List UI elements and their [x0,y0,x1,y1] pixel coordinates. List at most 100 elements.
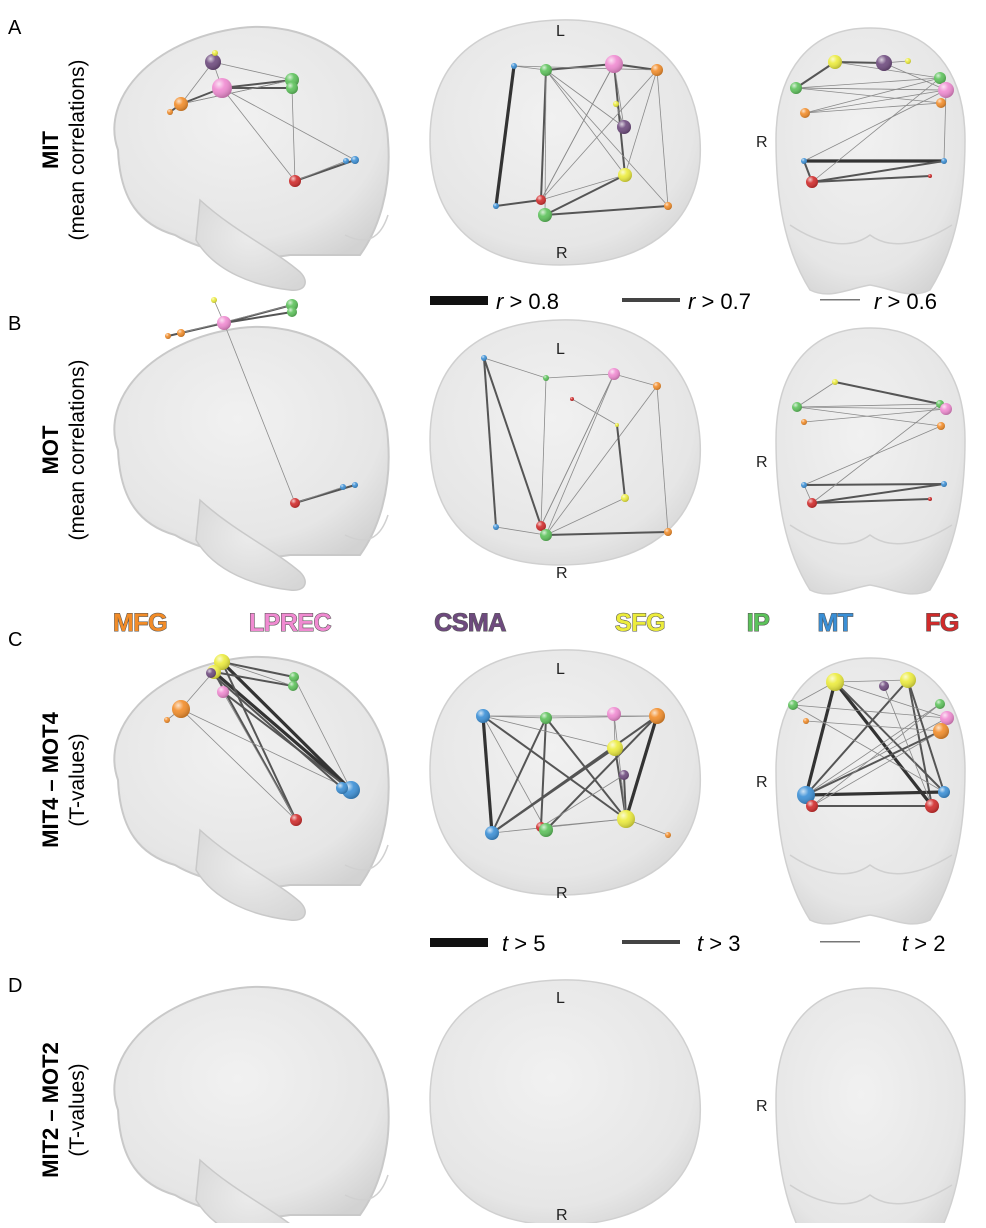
node-shading [937,422,945,430]
connectivity-network [164,654,954,840]
connection-edge [540,69,658,201]
panel-letter: D [8,975,22,997]
connection-edge [883,685,933,807]
legend-line-medium [622,298,680,302]
connection-edge [796,403,941,408]
legend-label: r > 0.6 [874,289,937,314]
connection-edge [483,357,497,528]
edges [166,660,948,836]
sagittal-brain [113,985,390,1228]
panel-letter: C [8,629,22,651]
connection-edge [803,483,945,486]
node-shading [167,109,173,115]
connection-edge [811,703,941,807]
panel-letter: A [8,17,22,39]
connection-edge [811,730,942,807]
legend-label: t > 3 [697,931,740,956]
connection-edge [907,679,945,793]
connectivity-network [165,297,952,541]
roi-legend-sfg: SFG [615,609,665,637]
node-shading [536,195,546,205]
connection-edge [221,87,356,161]
legend-line-medium [622,940,680,944]
connection-edge [796,406,942,427]
edge-legend-t: t > 5 t > 3 t > 2 [430,931,945,956]
node-shading [289,175,301,187]
node-shading [617,810,635,828]
connection-edge [180,708,352,791]
connection-edge [293,676,352,791]
orientation-right: R [756,454,768,471]
node-shading [212,50,218,56]
node-shading [618,168,632,182]
connection-edge [482,715,547,831]
connection-edge [545,715,658,831]
connection-edge [613,63,625,128]
node-shading [540,64,552,76]
node-shading [806,800,818,812]
node-shading [336,782,348,794]
node-shading [211,297,217,303]
node-shading [289,672,299,682]
connection-edge [624,715,659,820]
orientation-right: R [556,245,568,262]
node-shading [621,494,629,502]
node-shading [206,668,216,678]
node-shading [570,397,574,401]
connection-edge [180,708,297,821]
connection-edge [811,77,941,183]
connection-edge [795,87,947,91]
connection-edge [213,671,294,687]
node-shading [832,379,838,385]
node-shading [217,316,231,330]
node-shading [615,423,619,427]
node-shading [936,98,946,108]
legend-line-thick [430,938,488,947]
connection-edge [540,174,626,201]
legend-line-thick [430,296,488,305]
node-shading [290,498,300,508]
connection-edge [656,385,669,533]
connection-edge [294,486,344,504]
connection-edge [805,720,942,732]
node-shading [619,770,629,780]
node-shading [493,203,499,209]
connection-edge [210,672,343,789]
connection-edge [545,373,615,536]
node-shading [826,673,844,691]
connection-edge [482,715,616,749]
connection-edge [481,715,494,834]
connection-edge [805,703,941,796]
orientation-left: L [556,23,565,40]
connection-edge [544,69,547,216]
roi-legend-mt: MT [817,609,852,637]
node-shading [605,55,623,73]
connection-edge [796,406,947,410]
connection-edge [545,69,669,207]
orientation-right: R [756,774,768,791]
connection-edge [540,717,547,828]
node-shading [900,672,916,688]
node-shading [940,403,952,415]
node-shading [790,82,802,94]
node-shading [806,176,818,188]
panel-a: A L R R MIT (mean correlations) [8,17,966,295]
row-title: MIT [38,131,63,169]
connection-edge [212,61,293,81]
connection-edge [656,69,669,207]
orientation-left: L [556,341,565,358]
connection-edge [544,174,626,216]
legend-label: r > 0.8 [496,289,559,314]
node-shading [801,482,807,488]
legend-label: t > 2 [902,931,945,956]
connection-edge [834,679,909,683]
node-shading [928,497,932,501]
connection-edge [545,69,625,128]
node-shading [617,120,631,134]
connection-edge [221,661,294,687]
panel-letter: B [8,313,21,335]
connection-edge [614,747,627,820]
node-shading [343,158,349,164]
node-shading [800,108,810,118]
